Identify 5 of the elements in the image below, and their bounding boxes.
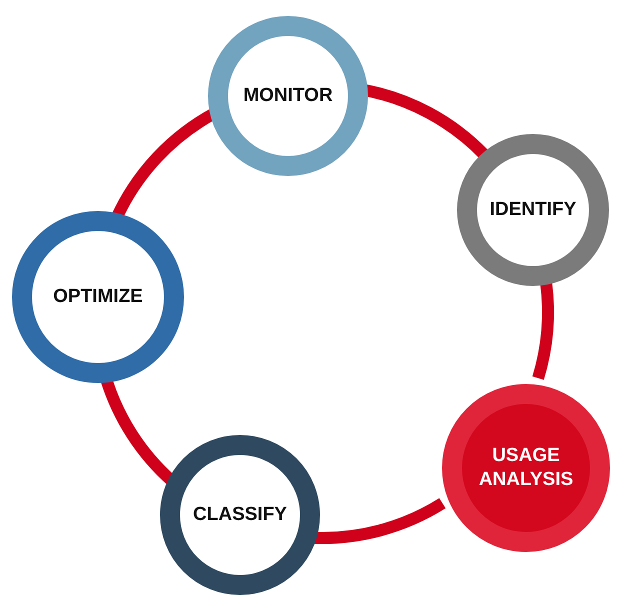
- stage-label: MONITOR: [242, 84, 334, 108]
- stage-label: CLASSIFY: [192, 503, 288, 527]
- stage-label: USAGE ANALYSIS: [478, 444, 574, 492]
- stage-label: IDENTIFY: [488, 198, 578, 222]
- stage-label: OPTIMIZE: [52, 285, 144, 309]
